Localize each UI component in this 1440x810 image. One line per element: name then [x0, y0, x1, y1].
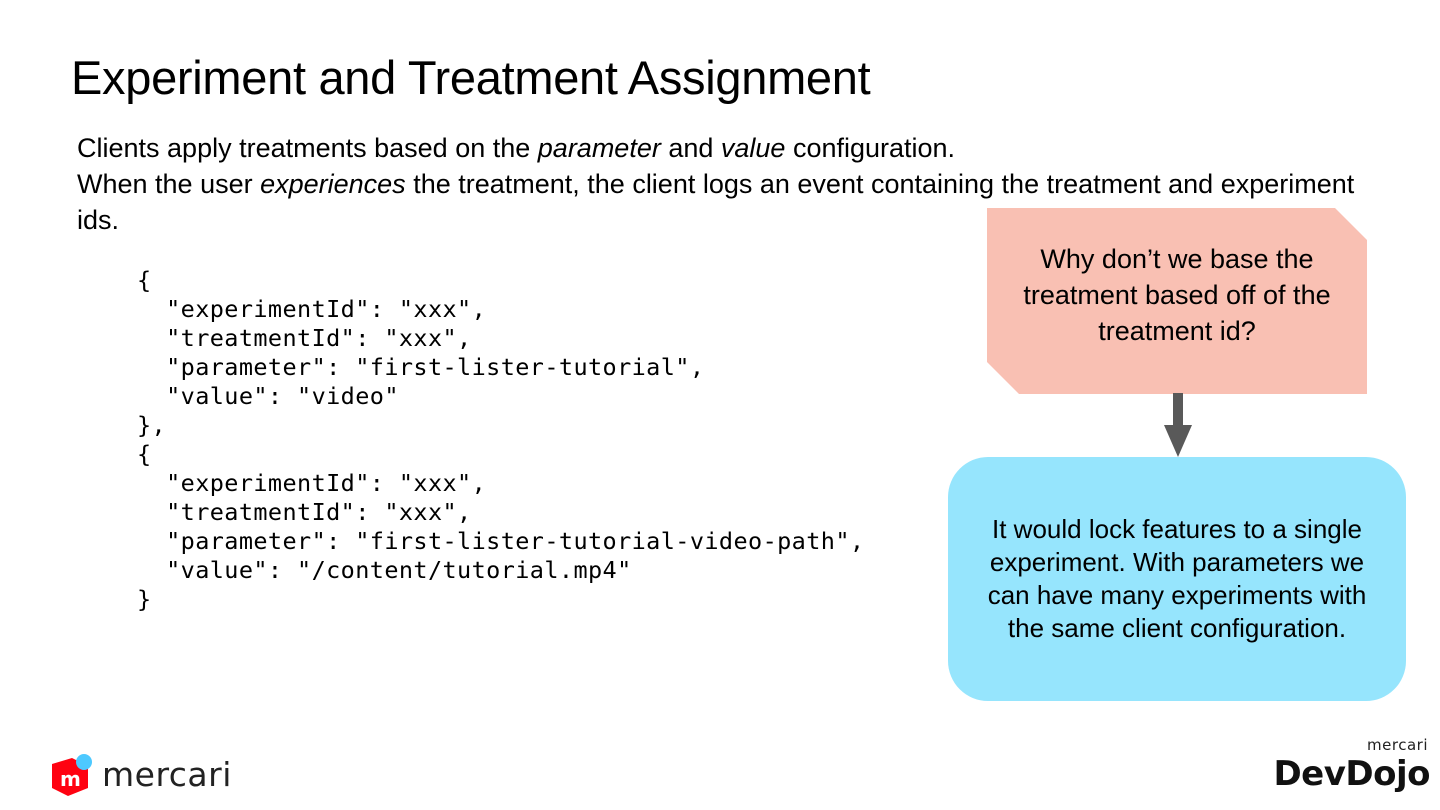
code-line: { [137, 440, 152, 468]
code-line: "value": "video" [137, 382, 399, 410]
question-callout: Why don’t we base the treatment based of… [987, 208, 1367, 394]
body-emphasis-parameter: parameter [537, 133, 661, 163]
code-line: { [137, 266, 152, 294]
code-line: "treatmentId": "xxx", [137, 498, 472, 526]
mercari-logo: m mercari [48, 752, 232, 798]
body-emphasis-experiences: experiences [260, 169, 406, 199]
question-callout-text: Why don’t we base the treatment based of… [1023, 244, 1331, 346]
body-line-2-prefix: When the user [77, 169, 261, 199]
arrow-down-icon [1164, 393, 1192, 457]
body-emphasis-value: value [720, 133, 786, 163]
body-line-2-suffix: the treatment, the client logs an event … [77, 169, 1355, 235]
body-line-1: Clients apply treatments based on the pa… [77, 130, 1377, 166]
devdojo-logo-big: DevDojo [1273, 754, 1430, 794]
mercari-wordmark: mercari [102, 755, 232, 794]
slide-title: Experiment and Treatment Assignment [71, 51, 871, 104]
code-line: "experimentId": "xxx", [137, 295, 487, 323]
code-line: "experimentId": "xxx", [137, 469, 487, 497]
answer-callout: It would lock features to a single exper… [948, 457, 1406, 701]
code-line: "parameter": "first-lister-tutorial-vide… [137, 527, 865, 555]
devdojo-logo: mercari DevDojo [1273, 736, 1430, 794]
code-line: "parameter": "first-lister-tutorial", [137, 353, 705, 381]
devdojo-logo-small: mercari [1367, 736, 1428, 754]
code-line: } [137, 585, 152, 613]
body-line-1-suffix: configuration. [785, 133, 956, 163]
body-line-2: When the user experiences the treatment,… [77, 166, 1377, 238]
code-line: }, [137, 411, 167, 439]
answer-callout-text: It would lock features to a single exper… [987, 514, 1367, 643]
body-line-1-mid: and [660, 133, 721, 163]
mercari-box-icon: m [52, 754, 92, 796]
code-block: { "experimentId": "xxx", "treatmentId": … [137, 266, 864, 614]
code-line: "value": "/content/tutorial.mp4" [137, 556, 632, 584]
slide-body-text: Clients apply treatments based on the pa… [77, 130, 1377, 238]
body-line-1-prefix: Clients apply treatments based on the [77, 133, 538, 163]
svg-text:m: m [60, 767, 81, 791]
code-line: "treatmentId": "xxx", [137, 324, 472, 352]
